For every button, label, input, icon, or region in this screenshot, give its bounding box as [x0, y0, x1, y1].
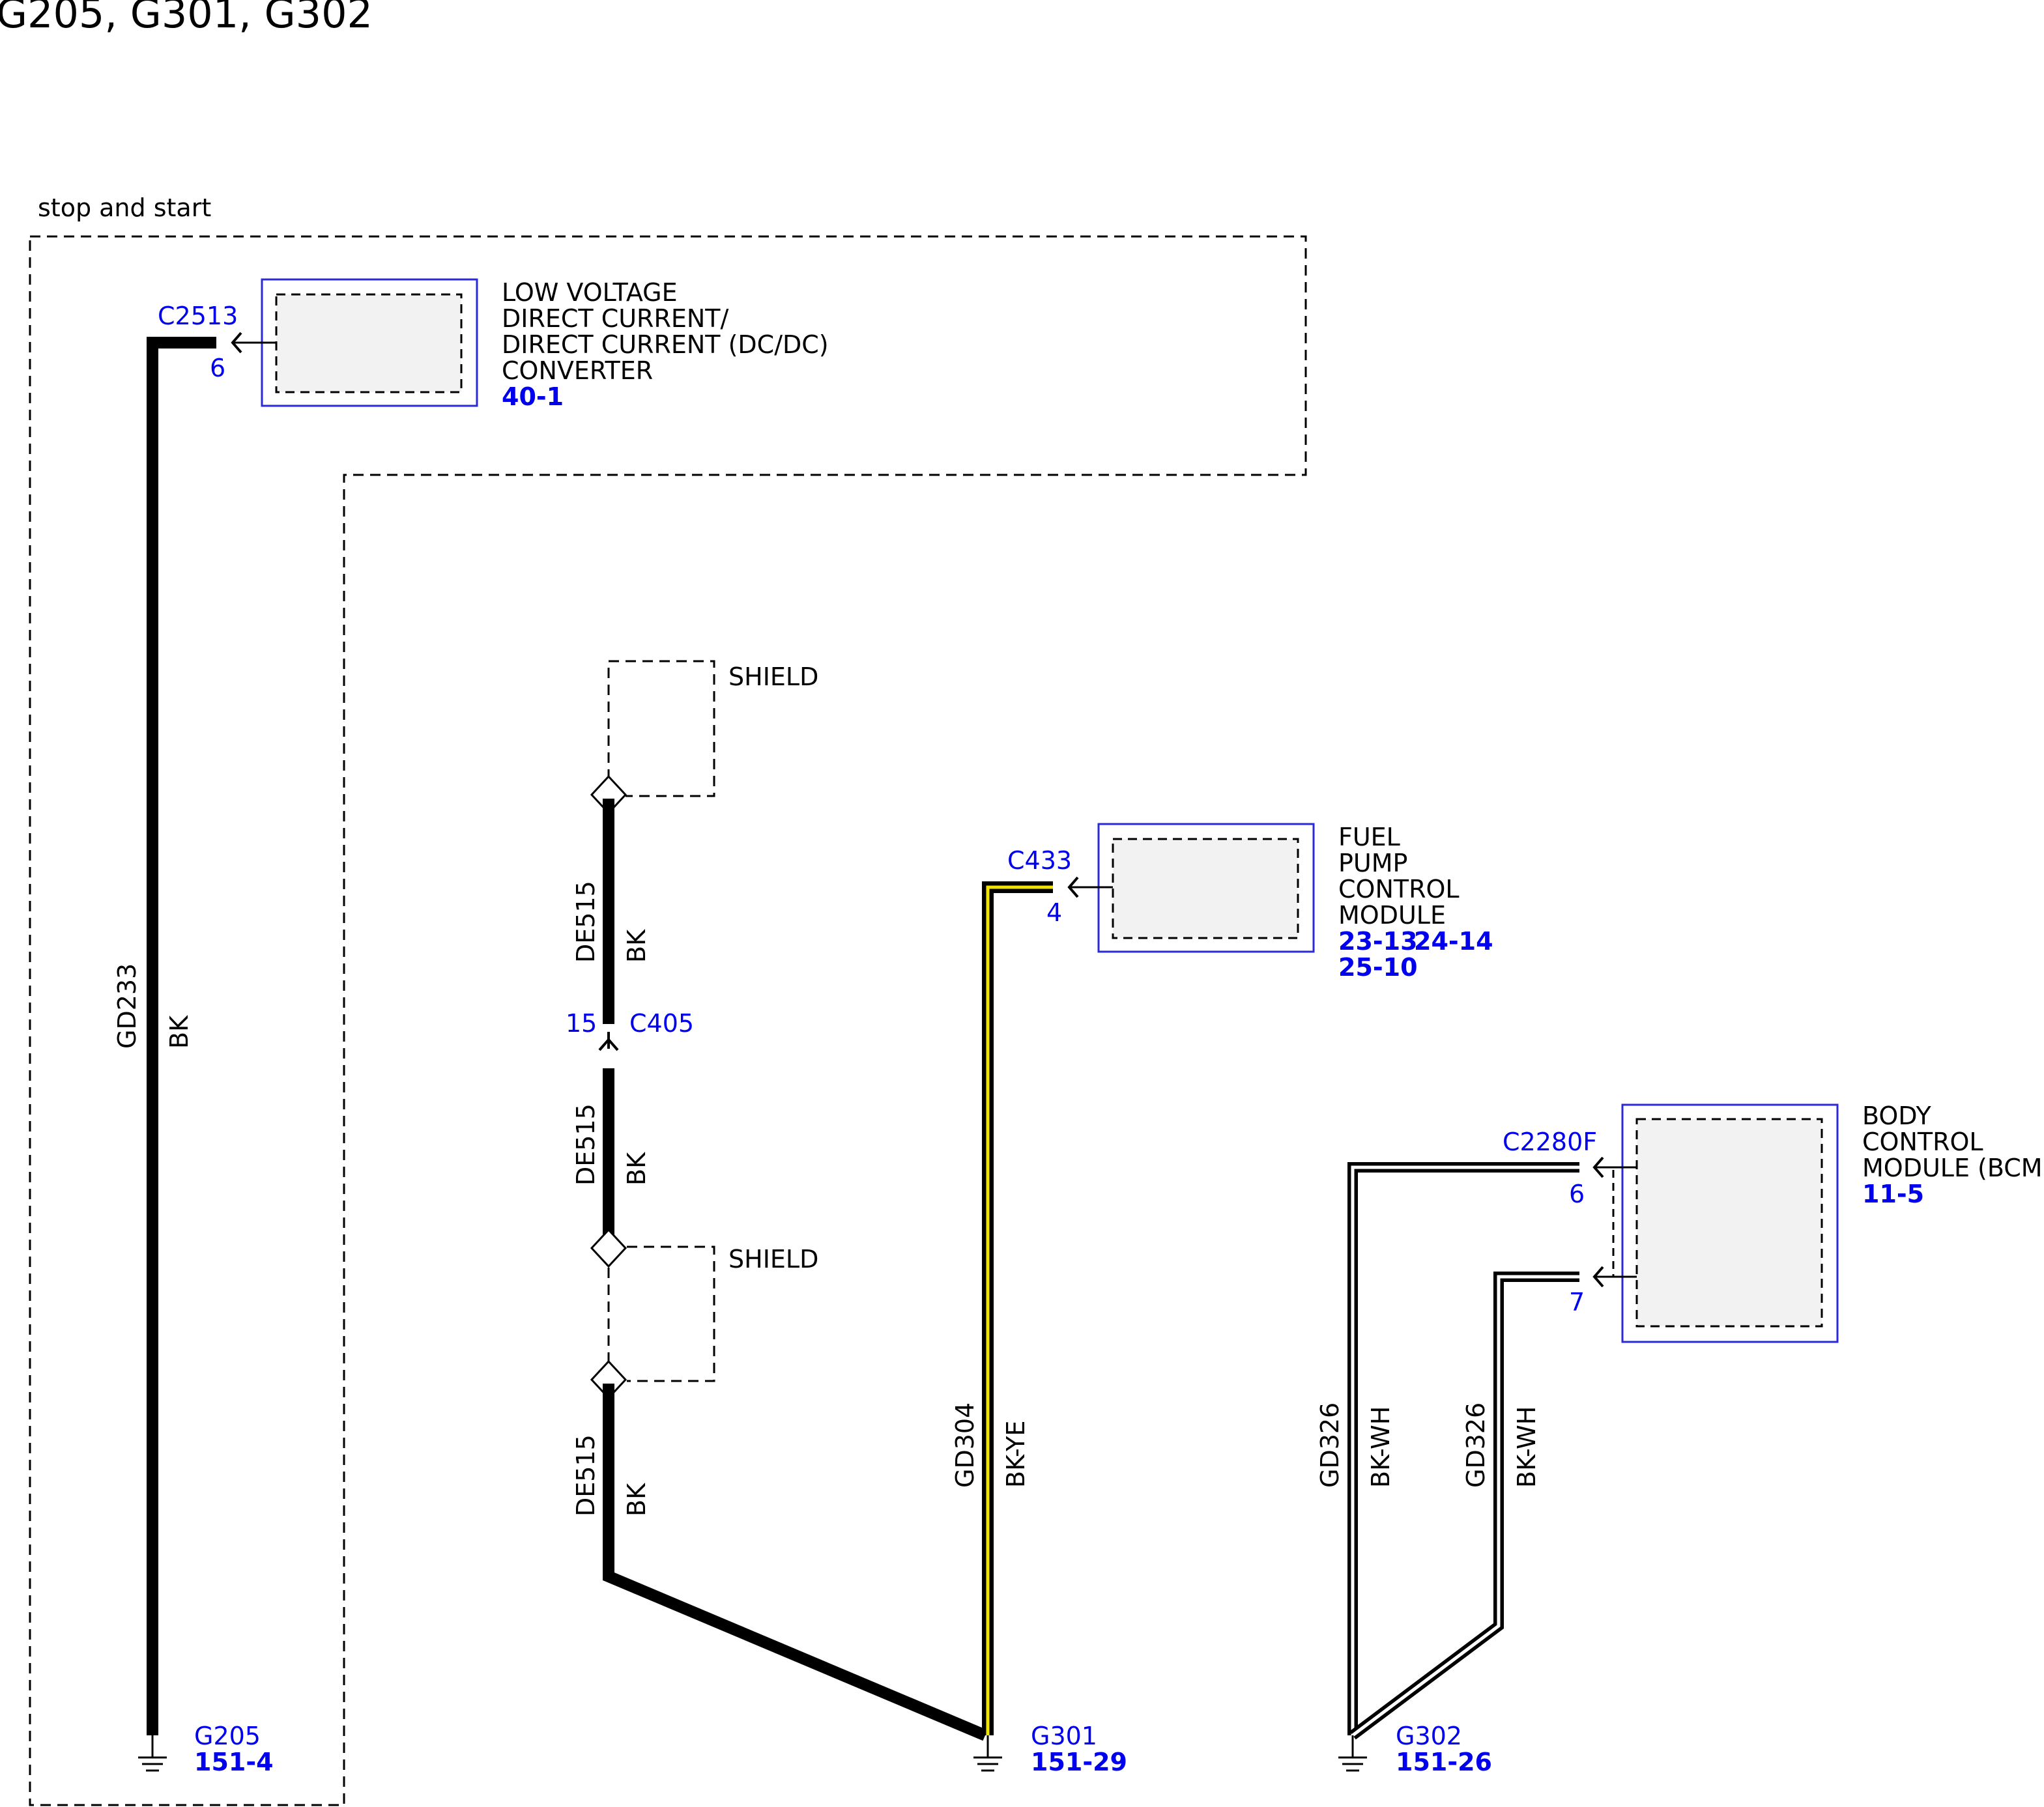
- fuel-pump-control-module[interactable]: [1097, 823, 1315, 953]
- wire-de515-lower[interactable]: [603, 1384, 988, 1741]
- stop-start-region-boundary: [29, 235, 1307, 1806]
- wire-gd233-circuit: GD233: [113, 963, 141, 1049]
- shield-lower-splice-top: [590, 1228, 627, 1268]
- wire-gd326-pin6-color: BK-WH: [1366, 1406, 1395, 1488]
- fpcm-name-line-4: MODULE: [1338, 901, 1446, 930]
- wire-gd326-pin7-circuit: GD326: [1461, 1402, 1490, 1488]
- ground-g301-icon: [973, 1735, 1002, 1772]
- wire-de515-lower-color: BK: [622, 1483, 651, 1516]
- fpcm-inner-box: [1112, 838, 1299, 939]
- bcm-inner-box: [1635, 1118, 1823, 1328]
- c405-pin-label: 15: [566, 1009, 597, 1038]
- wire-de515-upper-circuit: DE515: [571, 881, 600, 963]
- fpcm-pin-label: 4: [1046, 898, 1062, 927]
- fpcm-connector-label[interactable]: C433: [1007, 846, 1072, 875]
- ground-g205-icon: [138, 1735, 167, 1772]
- fpcm-ref-2[interactable]: 24-14: [1414, 927, 1493, 956]
- ground-g301-ref[interactable]: 151-29: [1031, 1748, 1127, 1776]
- ground-g302-ref[interactable]: 151-26: [1396, 1748, 1492, 1776]
- page-title: G205, G301, G302: [0, 0, 373, 37]
- bcm-connector-label[interactable]: C2280F: [1503, 1128, 1597, 1156]
- wire-de515-upper-color: BK: [622, 929, 651, 963]
- ground-g205-name[interactable]: G205: [194, 1722, 261, 1750]
- fpcm-name-line-3: CONTROL: [1338, 875, 1460, 904]
- wire-gd233[interactable]: [147, 337, 216, 1735]
- ground-g205-ref[interactable]: 151-4: [194, 1748, 274, 1776]
- fpcm-name-line-1: FUEL: [1338, 823, 1400, 851]
- dcdc-pin-label: 6: [210, 354, 225, 382]
- dcdc-name-line-2: DIRECT CURRENT/: [502, 304, 729, 333]
- bcm-name-line-1: BODY: [1862, 1102, 1931, 1130]
- c405-inline-connector: [598, 1032, 619, 1051]
- fpcm-ref-1[interactable]: 23-13: [1338, 927, 1418, 956]
- region-label: stop and start: [38, 193, 211, 222]
- bcm-name-line-3: MODULE (BCM): [1862, 1154, 2044, 1182]
- dcdc-name-line-1: LOW VOLTAGE: [502, 278, 678, 307]
- shield-upper-boundary: [607, 660, 715, 797]
- shield-upper-label: SHIELD: [728, 662, 818, 691]
- dcdc-name-line-4: CONVERTER: [502, 356, 653, 385]
- dcdc-converter-module[interactable]: [261, 278, 478, 407]
- bcm-outer-box: [1621, 1103, 1839, 1343]
- wire-gd233-color: BK: [165, 1015, 194, 1049]
- body-control-module[interactable]: [1612, 1103, 1839, 1343]
- bcm-pin-7-label: 7: [1569, 1288, 1585, 1316]
- c405-connector-label[interactable]: C405: [629, 1009, 694, 1038]
- wire-gd326-pin6[interactable]: [1347, 1162, 1579, 1735]
- bcm-name-line-2: CONTROL: [1862, 1128, 1983, 1156]
- wire-gd326-pin6-circuit: GD326: [1316, 1402, 1344, 1488]
- dcdc-pin-terminal: [231, 332, 276, 354]
- wire-gd326-pin7-color: BK-WH: [1512, 1406, 1541, 1488]
- wire-gd304-circuit: GD304: [951, 1402, 979, 1488]
- ground-g302-icon: [1338, 1735, 1367, 1772]
- ground-g301-name[interactable]: G301: [1031, 1722, 1097, 1750]
- fpcm-ref-3[interactable]: 25-10: [1338, 953, 1418, 982]
- fpcm-name-line-2: PUMP: [1338, 849, 1407, 877]
- fpcm-pin-terminal: [1067, 876, 1113, 898]
- shield-lower-boundary: [607, 1245, 715, 1382]
- shield-lower-label: SHIELD: [728, 1245, 818, 1273]
- wire-de515-lower-circuit: DE515: [571, 1434, 600, 1516]
- wire-gd326-pin7[interactable]: [1349, 1272, 1579, 1740]
- dcdc-connector-label[interactable]: C2513: [158, 302, 238, 330]
- bcm-pin-6-terminal: [1592, 1156, 1637, 1178]
- wire-de515-middle-color: BK: [622, 1152, 651, 1186]
- bcm-pin-6-label: 6: [1569, 1180, 1585, 1208]
- wire-de515-middle-circuit: DE515: [571, 1103, 600, 1186]
- dcdc-name-line-3: DIRECT CURRENT (DC/DC): [502, 330, 829, 359]
- wire-gd304[interactable]: [982, 881, 1053, 1735]
- bcm-pin-7-terminal: [1592, 1266, 1637, 1288]
- ground-g302-name[interactable]: G302: [1396, 1722, 1462, 1750]
- dcdc-inner-box: [275, 293, 463, 393]
- bcm-ref[interactable]: 11-5: [1862, 1180, 1924, 1208]
- dcdc-ref[interactable]: 40-1: [502, 382, 564, 411]
- wire-gd304-color: BK-YE: [1001, 1421, 1030, 1488]
